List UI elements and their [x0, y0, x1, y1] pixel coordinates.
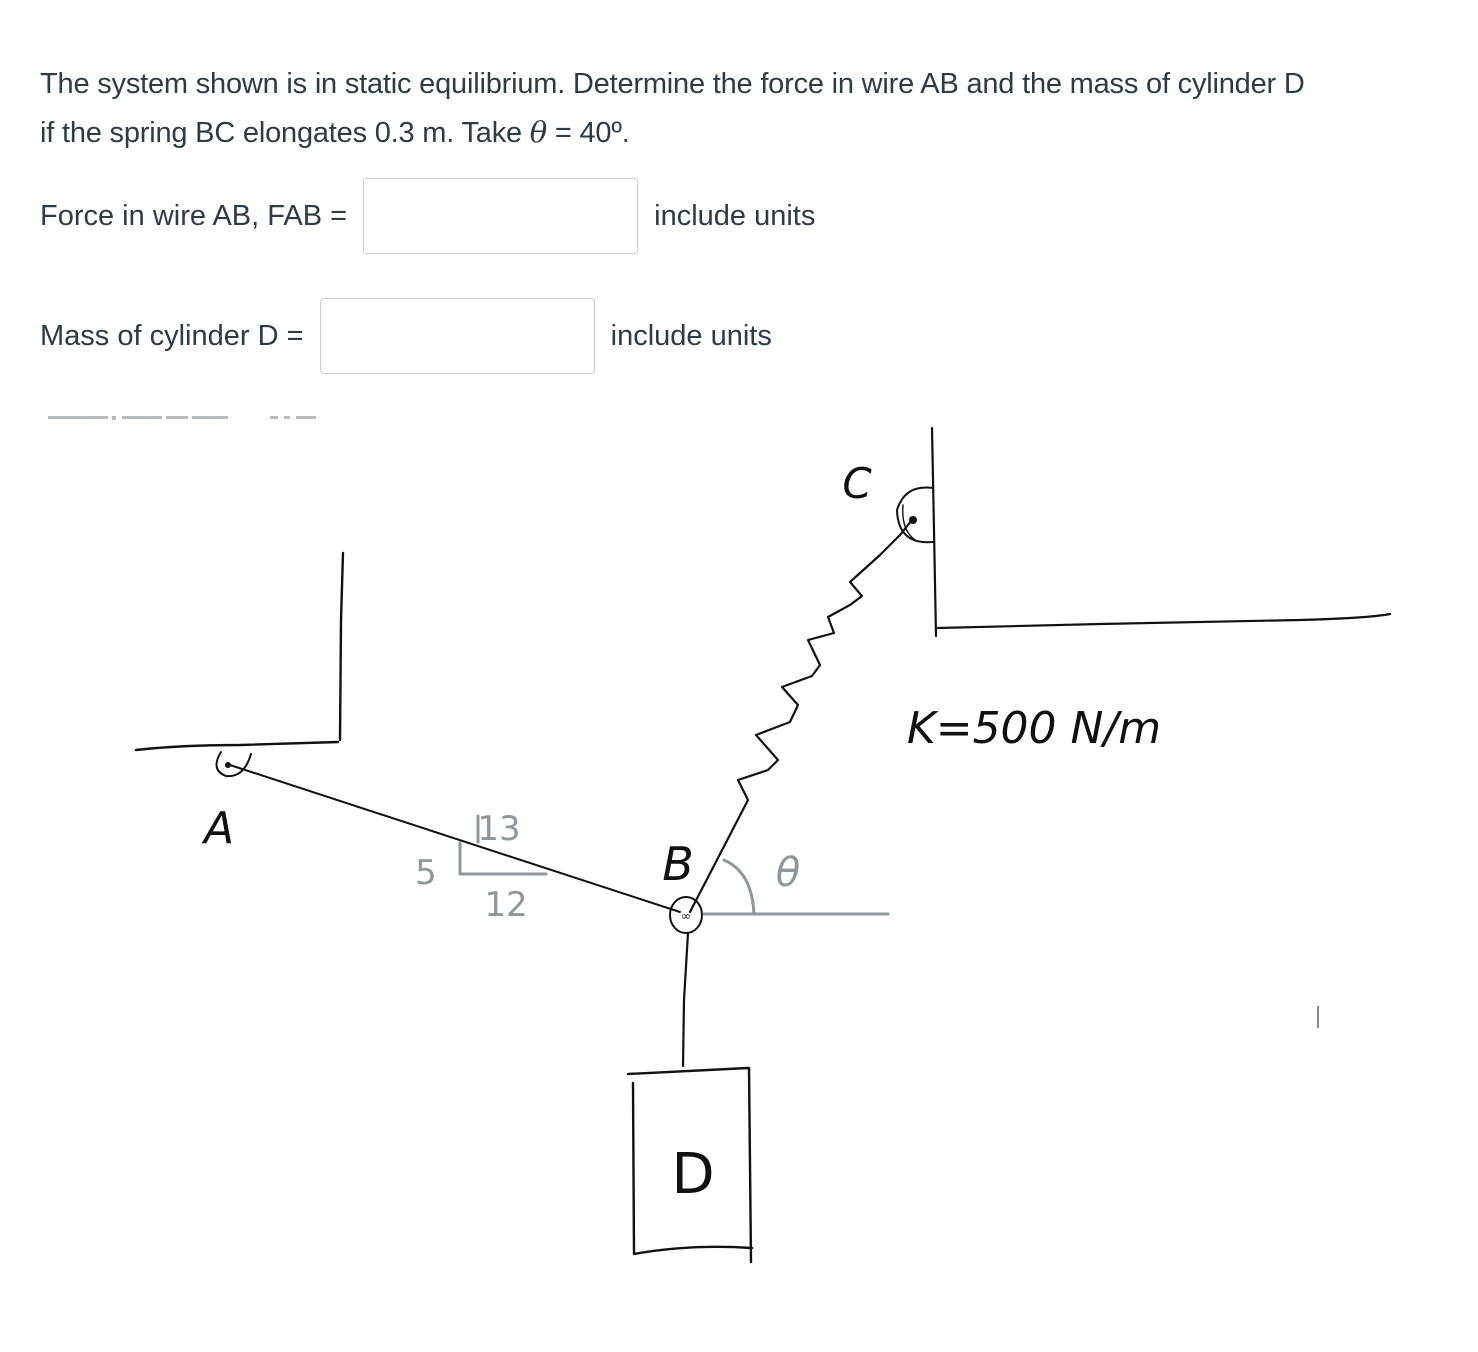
label-theta: θ — [776, 850, 800, 896]
spring-bc — [688, 518, 914, 914]
slope-triangle — [458, 841, 548, 876]
right-floor-line — [936, 612, 1392, 630]
right-wall-line — [930, 426, 938, 638]
cylinder-d-box — [626, 1066, 754, 1264]
answer-row-mass-d: Mass of cylinder D = include units — [40, 298, 772, 374]
pin-a-icon — [215, 751, 252, 778]
label-slope-run: 12 — [484, 885, 527, 925]
question-line-2: if the spring BC elongates 0.3 m. Take θ… — [40, 108, 1460, 157]
label-slope-rise: 5 — [415, 853, 437, 893]
mass-d-label: Mass of cylinder D = — [40, 319, 312, 352]
question-line-1: The system shown is in static equilibriu… — [40, 68, 1305, 100]
question-text: The system shown is in static equilibriu… — [40, 60, 1460, 157]
label-c: C — [842, 459, 872, 508]
label-a: A — [201, 803, 234, 854]
theta-arc — [722, 858, 756, 916]
label-b: B — [662, 837, 694, 891]
wire-ab — [229, 764, 681, 913]
svg-text:∞: ∞ — [681, 909, 691, 923]
pin-c-icon — [896, 486, 934, 544]
question-line-2-suffix: = 40º. — [547, 117, 630, 149]
left-wall-line — [338, 551, 345, 742]
blurred-caption-text — [48, 416, 316, 420]
answer-row-force-ab: Force in wire AB, FAB = include units — [40, 178, 815, 254]
ring-b-icon — [669, 896, 703, 934]
mass-d-input[interactable] — [319, 298, 595, 374]
label-slope-hyp: 13 — [477, 809, 520, 849]
statics-diagram: ∞ A B C D K=500 N/m θ 13 5 12 — [134, 426, 1392, 1264]
force-ab-input[interactable] — [363, 178, 639, 254]
force-ab-units-hint: include units — [646, 199, 816, 232]
question-line-2-prefix: if the spring BC elongates 0.3 m. Take — [40, 117, 530, 149]
label-spring-constant: K=500 N/m — [907, 703, 1161, 754]
mass-d-units-hint: include units — [602, 319, 772, 352]
label-d: D — [671, 1142, 714, 1207]
force-ab-label: Force in wire AB, FAB = — [40, 199, 356, 232]
left-ceiling-line — [134, 740, 340, 752]
theta-symbol: θ — [529, 115, 548, 149]
text-cursor-mark — [1317, 1006, 1319, 1028]
cable-bd — [681, 931, 690, 1068]
